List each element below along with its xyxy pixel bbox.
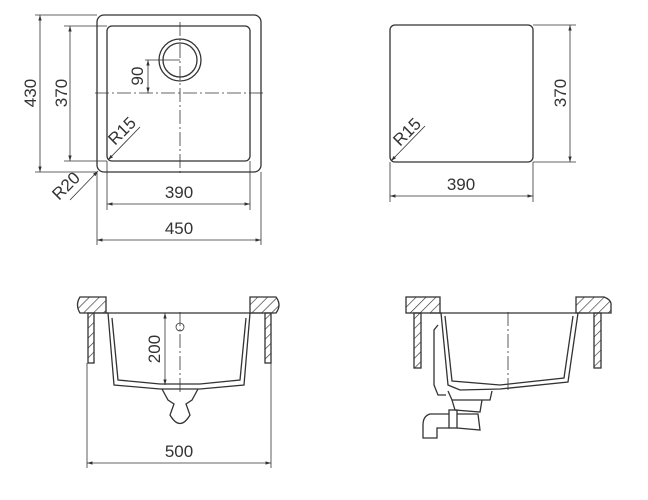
- cabinet-wall-left: [413, 312, 422, 369]
- sink-outer-outline: [96, 14, 262, 173]
- dimension-label-430: 430: [21, 79, 40, 107]
- radius-label-r15: R15: [104, 113, 139, 148]
- cutout-outline: [389, 24, 534, 163]
- bowl-outer-profile: [95, 312, 263, 390]
- dimension-label-500: 500: [165, 442, 193, 461]
- dimension-label-370: 370: [52, 79, 71, 107]
- overflow-and-trap-icon: [422, 324, 493, 439]
- dimension-label-390: 390: [447, 175, 475, 194]
- bowl-outer-profile: [430, 312, 588, 391]
- countertop-right: [249, 296, 280, 314]
- cabinet-wall-right: [593, 312, 602, 369]
- bowl-inner-profile: [111, 317, 247, 385]
- dimension-label-90: 90: [128, 67, 147, 86]
- radius-leader-r15: [107, 126, 141, 161]
- countertop-left: [405, 296, 441, 314]
- countertop-right: [575, 296, 612, 314]
- dimension-label-450: 450: [165, 219, 193, 238]
- dimension-label-390: 390: [165, 183, 193, 202]
- bowl-inner-outline: [106, 25, 251, 162]
- side-section-view: [405, 296, 612, 439]
- waste-fitting-icon: [161, 388, 199, 425]
- radius-label-r15: R15: [389, 114, 424, 149]
- bowl-inner-profile: [444, 315, 574, 386]
- cabinet-wall-right: [264, 312, 272, 364]
- cabinet-wall-left: [87, 312, 95, 364]
- countertop-left: [76, 296, 107, 314]
- cutout-view: 370 390 R15: [389, 24, 576, 202]
- front-section-view: 200 500: [76, 296, 280, 468]
- dimension-label-200: 200: [145, 335, 164, 363]
- radius-leader-r20: [69, 170, 99, 201]
- dimension-label-370: 370: [551, 79, 570, 107]
- plan-view-with-drain: 430 370 90 R15 R20 390 450: [21, 14, 263, 245]
- radius-label-r20: R20: [48, 168, 83, 203]
- radius-leader-r15: [390, 125, 426, 162]
